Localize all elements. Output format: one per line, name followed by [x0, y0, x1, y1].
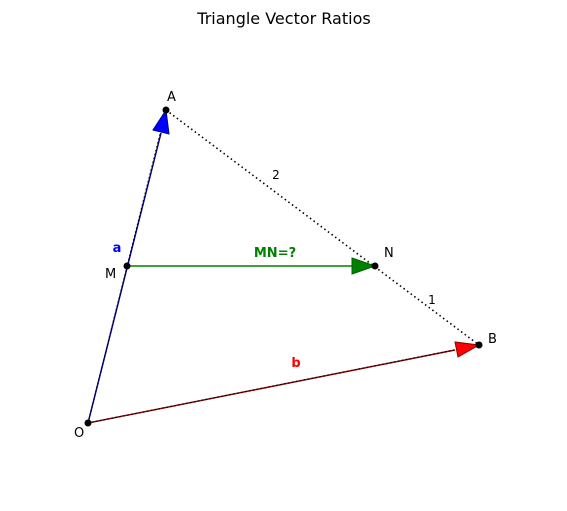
- vector-a-arrowhead: [152, 108, 170, 135]
- diagram-title: Triangle Vector Ratios: [196, 9, 370, 28]
- label-n: N: [384, 246, 394, 261]
- vector-b-line: [87, 349, 456, 424]
- ratio-label-nb: 1: [428, 293, 436, 307]
- label-b: B: [488, 332, 497, 347]
- label-a: A: [167, 90, 176, 105]
- label-m: M: [105, 267, 116, 282]
- point-m: [123, 262, 131, 270]
- vector-b-label: b: [291, 356, 300, 371]
- label-o: O: [74, 426, 84, 441]
- segment-ob-dotted: [87, 344, 480, 424]
- vector-mn-label: MN=?: [254, 246, 296, 261]
- vector-b-arrowhead: [454, 341, 481, 358]
- vector-a-label: a: [113, 241, 122, 256]
- point-b: [475, 341, 483, 349]
- segment-ab-dotted: [165, 109, 480, 346]
- point-n: [371, 262, 379, 270]
- point-o: [84, 419, 92, 427]
- ratio-label-an: 2: [272, 168, 280, 182]
- vector-mn-arrowhead: [351, 257, 377, 275]
- point-a: [162, 106, 170, 114]
